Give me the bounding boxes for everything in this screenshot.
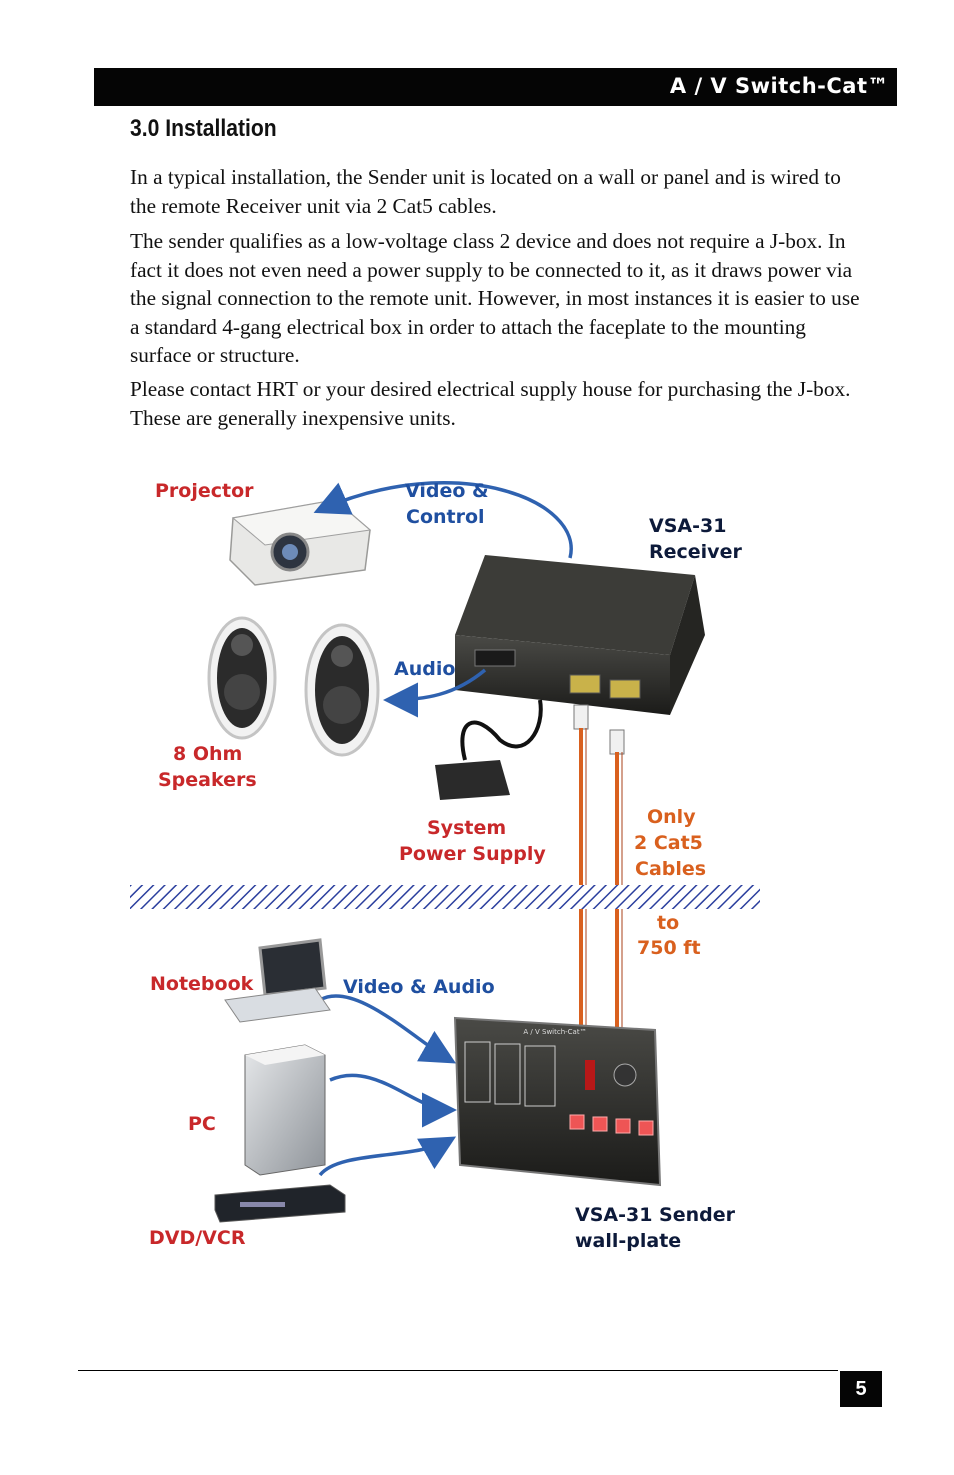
video-control-label-line1: Video & <box>405 480 489 502</box>
pc-image <box>244 1044 326 1176</box>
speakers-image <box>207 616 380 757</box>
power-supply-label-line1: System <box>427 817 506 839</box>
speakers-label-line2: Speakers <box>158 769 257 791</box>
audio-label: Audio <box>394 658 455 680</box>
projector-image <box>229 499 372 586</box>
cables-label-line1: Only <box>647 806 696 828</box>
page-number: 5 <box>840 1371 882 1407</box>
pc-label: PC <box>188 1113 216 1135</box>
section-title: 3.0 Installation <box>130 115 277 142</box>
power-supply-label-line2: Power Supply <box>399 843 546 865</box>
paragraph-1: In a typical installation, the Sender un… <box>130 165 841 218</box>
dvd-vcr-label: DVD/VCR <box>149 1227 246 1249</box>
header-title: A / V Switch-Cat™ <box>669 74 889 98</box>
notebook-image <box>224 938 331 1023</box>
header-bar: A / V Switch-Cat™ <box>94 68 897 106</box>
svg-text:A / V Switch-Cat™: A / V Switch-Cat™ <box>523 1028 586 1036</box>
receiver-image <box>455 555 705 715</box>
receiver-label-line2: Receiver <box>649 541 742 563</box>
speakers-label-line1: 8 Ohm <box>173 743 242 765</box>
cables-label-line4: to <box>657 912 679 934</box>
sender-label-line1: VSA-31 Sender <box>575 1204 736 1226</box>
signal-arrows <box>313 481 573 1177</box>
installation-diagram: A / V Switch-Cat™ Projector Video & Cont… <box>125 460 775 1260</box>
cables-label-line2: 2 Cat5 <box>634 832 703 854</box>
paragraph-3: Please contact HRT or your desired elect… <box>130 377 851 430</box>
cat5-cables <box>573 704 625 1030</box>
video-audio-label: Video & Audio <box>343 976 495 998</box>
footer-rule <box>78 1370 838 1371</box>
sender-wallplate-image: A / V Switch-Cat™ <box>453 1016 662 1187</box>
projector-label: Projector <box>155 480 254 502</box>
cables-label-line3: Cables <box>635 858 706 880</box>
dvd-vcr-image <box>214 1184 346 1223</box>
wall-divider <box>130 885 760 909</box>
cables-label-line5: 750 ft <box>637 937 701 959</box>
video-control-label-line2: Control <box>406 506 485 528</box>
paragraph-2: The sender qualifies as a low-voltage cl… <box>130 229 860 367</box>
sender-label-line2: wall-plate <box>575 1230 681 1252</box>
notebook-label: Notebook <box>150 973 254 995</box>
receiver-label-line1: VSA-31 <box>649 515 726 537</box>
power-supply-image <box>435 699 543 800</box>
